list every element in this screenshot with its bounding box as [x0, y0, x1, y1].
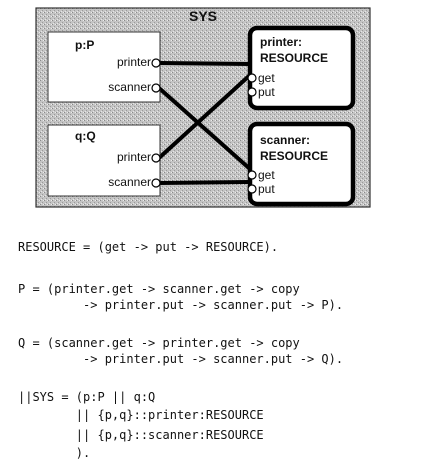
- process-p-label: p:P: [75, 38, 94, 52]
- resource-scanner-label-line2: RESOURCE: [260, 149, 328, 163]
- process-p-scanner-port: [151, 83, 161, 93]
- code-sys-line1: ||SYS = (p:P || q:Q: [18, 390, 156, 404]
- code-q-line2: -> printer.put -> scanner.put -> Q).: [18, 352, 344, 366]
- resource-printer-get-label: get: [258, 71, 275, 85]
- resource-scanner-get-port: [247, 170, 257, 180]
- process-q-printer-port: [151, 153, 161, 163]
- connection-wires: [157, 61, 252, 185]
- resource-scanner-put-port: [247, 184, 257, 194]
- resource-scanner-box: [247, 121, 356, 207]
- resource-scanner-label-line1: scanner:: [260, 133, 310, 147]
- wire-q-scanner: [157, 180, 251, 185]
- code-q-line1: Q = (scanner.get -> printer.get -> copy: [18, 336, 300, 350]
- resource-printer-box: [247, 25, 356, 111]
- wire-p-printer: [158, 61, 251, 66]
- resource-scanner-put-label: put: [258, 182, 275, 196]
- process-q: q:Q printer scanner: [47, 124, 161, 197]
- process-q-box: [47, 124, 161, 197]
- resource-printer-label-line1: printer:: [260, 35, 302, 49]
- resource-printer: printer: RESOURCE get put: [247, 25, 356, 111]
- resource-scanner-get-label: get: [258, 168, 275, 182]
- process-p-printer-port: [151, 58, 161, 68]
- process-p-printer-label: printer: [117, 55, 151, 69]
- process-q-scanner-port: [151, 178, 161, 188]
- process-p-scanner-label: scanner: [108, 80, 151, 94]
- code-sys-line4: ).: [18, 446, 91, 460]
- sys-diagram: SYS p:P printer scanner q:Q printer scan…: [35, 7, 371, 208]
- code-p-line1: P = (printer.get -> scanner.get -> copy: [18, 282, 300, 296]
- sys-title: SYS: [189, 8, 217, 24]
- resource-printer-label-line2: RESOURCE: [260, 51, 328, 65]
- process-q-printer-label: printer: [117, 150, 151, 164]
- resource-printer-get-port: [247, 73, 257, 83]
- code-resource-line: RESOURCE = (get -> put -> RESOURCE).: [18, 240, 279, 254]
- process-p: p:P printer scanner: [47, 31, 161, 103]
- code-p-line2: -> printer.put -> scanner.put -> P).: [18, 298, 344, 312]
- process-p-box: [47, 31, 161, 103]
- resource-printer-put-port: [247, 87, 257, 97]
- resource-printer-put-label: put: [258, 85, 275, 99]
- wire-q-printer: [157, 73, 252, 160]
- wire-p-scanner: [157, 86, 252, 171]
- resource-scanner: scanner: RESOURCE get put: [247, 121, 356, 207]
- code-sys-line2: || {p,q}::printer:RESOURCE: [18, 408, 264, 422]
- code-sys-line3: || {p,q}::scanner:RESOURCE: [18, 428, 264, 442]
- process-q-scanner-label: scanner: [108, 175, 151, 189]
- process-q-label: q:Q: [75, 129, 96, 143]
